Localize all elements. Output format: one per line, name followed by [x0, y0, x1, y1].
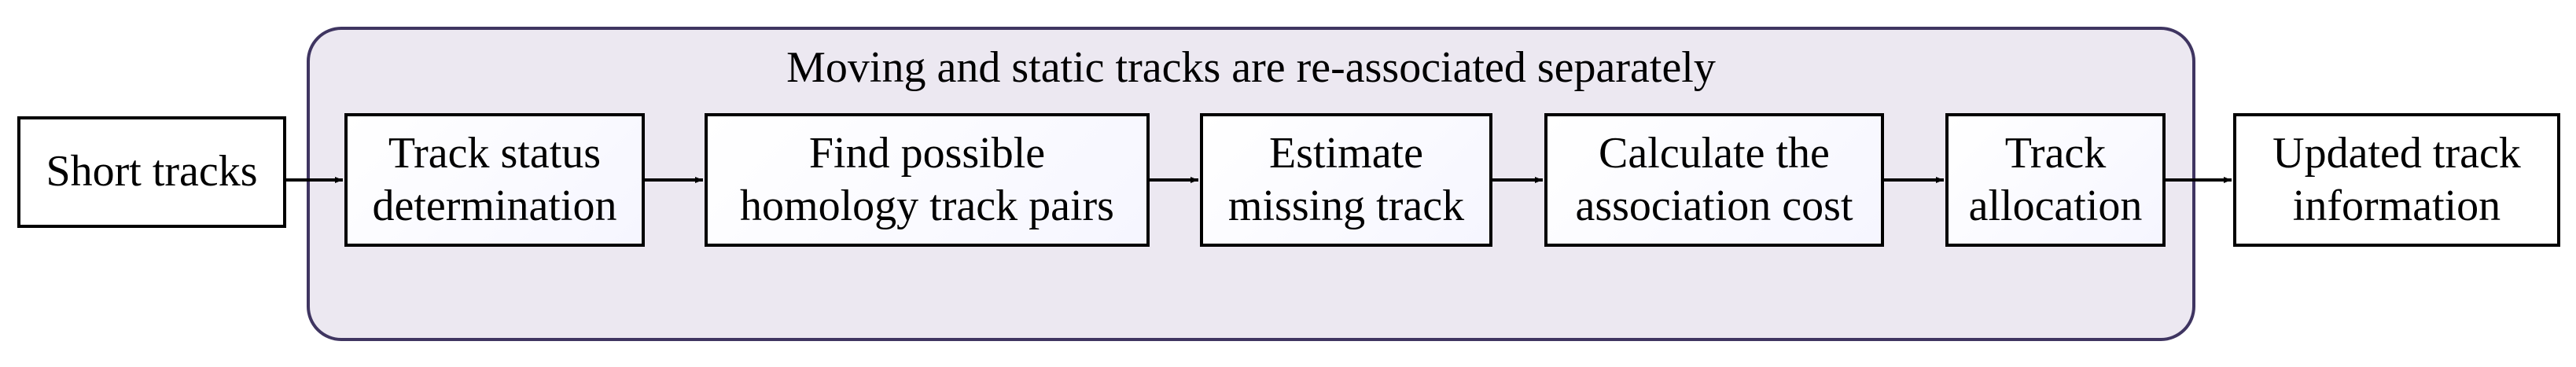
group-title: Moving and static tracks are re-associat…	[786, 43, 1716, 92]
node-estimate-missing-track: Estimate missing track	[1200, 113, 1492, 247]
node-track-allocation: Track allocation	[1945, 113, 2166, 247]
node-short-tracks: Short tracks	[17, 116, 286, 228]
node-calculate-association-cost: Calculate the association cost	[1544, 113, 1884, 247]
node-updated-track-information: Updated track information	[2233, 113, 2560, 247]
node-find-homology-track-pairs: Find possible homology track pairs	[705, 113, 1150, 247]
node-track-status-determination: Track status determination	[344, 113, 645, 247]
